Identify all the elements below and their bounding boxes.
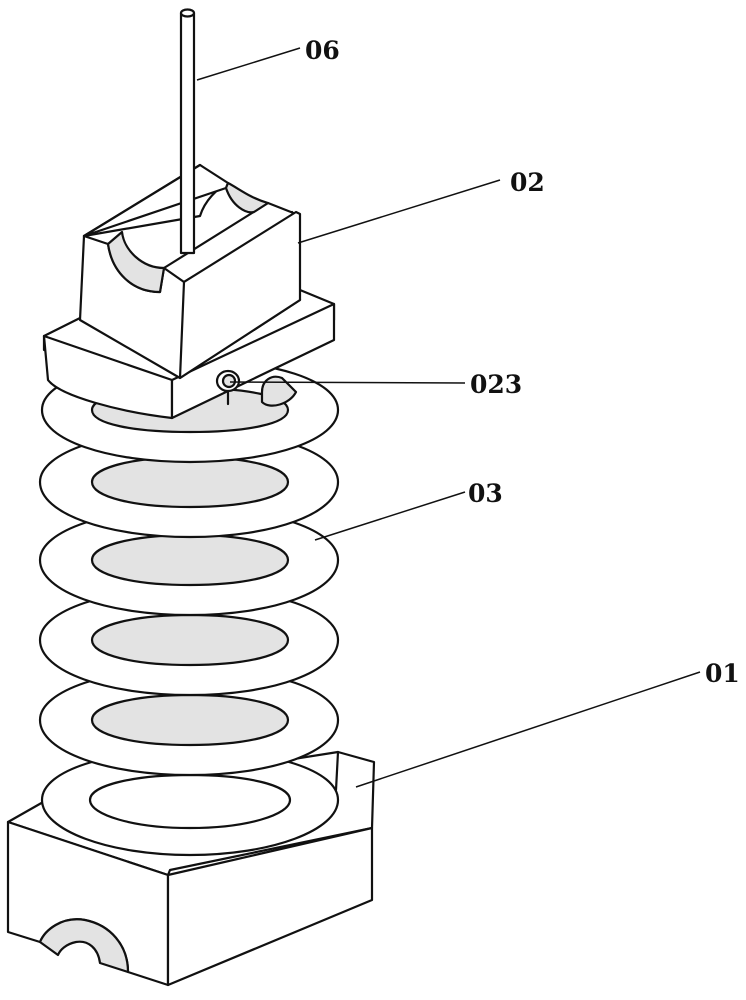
spring-coil-4 [38,506,340,617]
spring-coil-5 [38,586,340,697]
label-03: 03 [468,479,503,508]
pin-hole-023 [215,369,241,406]
label-02: 02 [510,168,545,197]
spring-coil-6 [38,666,340,777]
rod [179,8,196,255]
coil-spring [38,358,340,857]
spring-coil-3 [38,428,340,539]
leader-lines [196,47,701,788]
spring-coil-7 [40,748,340,857]
label-023: 023 [470,370,523,399]
label-01: 01 [705,659,740,688]
label-06: 06 [305,36,340,65]
top-block [42,163,336,420]
